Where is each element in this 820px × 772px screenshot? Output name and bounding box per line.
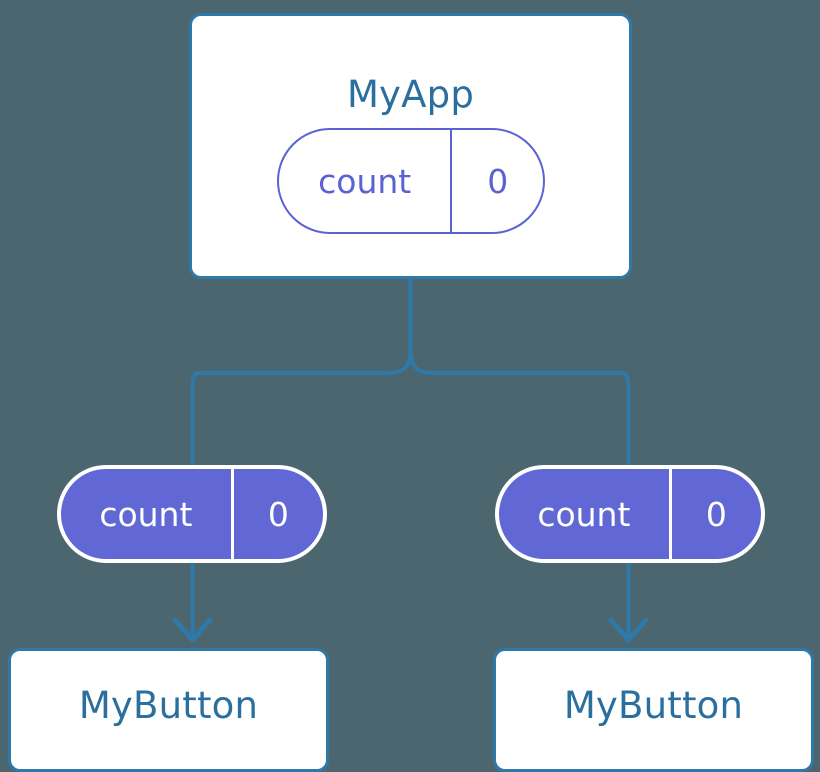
component-name-myapp: MyApp (346, 73, 475, 116)
component-name-mybutton-right: MyButton (563, 684, 744, 727)
arrow-right-prop-to-button (608, 563, 649, 643)
prop-pill-key-left: count (99, 494, 193, 534)
fork-split-right (408, 347, 623, 375)
state-pill-count[interactable]: count 0 (277, 128, 545, 234)
prop-pill-count-right[interactable]: count 0 (495, 465, 765, 563)
branch-to-right-child (622, 371, 631, 470)
prop-pill-value-left: 0 (230, 469, 323, 559)
component-node-mybutton-right[interactable]: MyButton (493, 648, 814, 772)
arrow-left-prop-to-button (172, 563, 213, 643)
component-node-mybutton-left[interactable]: MyButton (8, 648, 329, 772)
fork-split-left (198, 347, 413, 375)
prop-pill-count-left[interactable]: count 0 (57, 465, 327, 563)
component-node-myapp[interactable]: MyApp (189, 13, 632, 279)
branch-to-left-child (190, 371, 199, 470)
state-pill-value: 0 (450, 130, 543, 232)
state-pill-key: count (318, 161, 412, 201)
component-name-mybutton-left: MyButton (78, 684, 259, 727)
prop-pill-value-right: 0 (668, 469, 761, 559)
prop-pill-key-right: count (537, 494, 631, 534)
